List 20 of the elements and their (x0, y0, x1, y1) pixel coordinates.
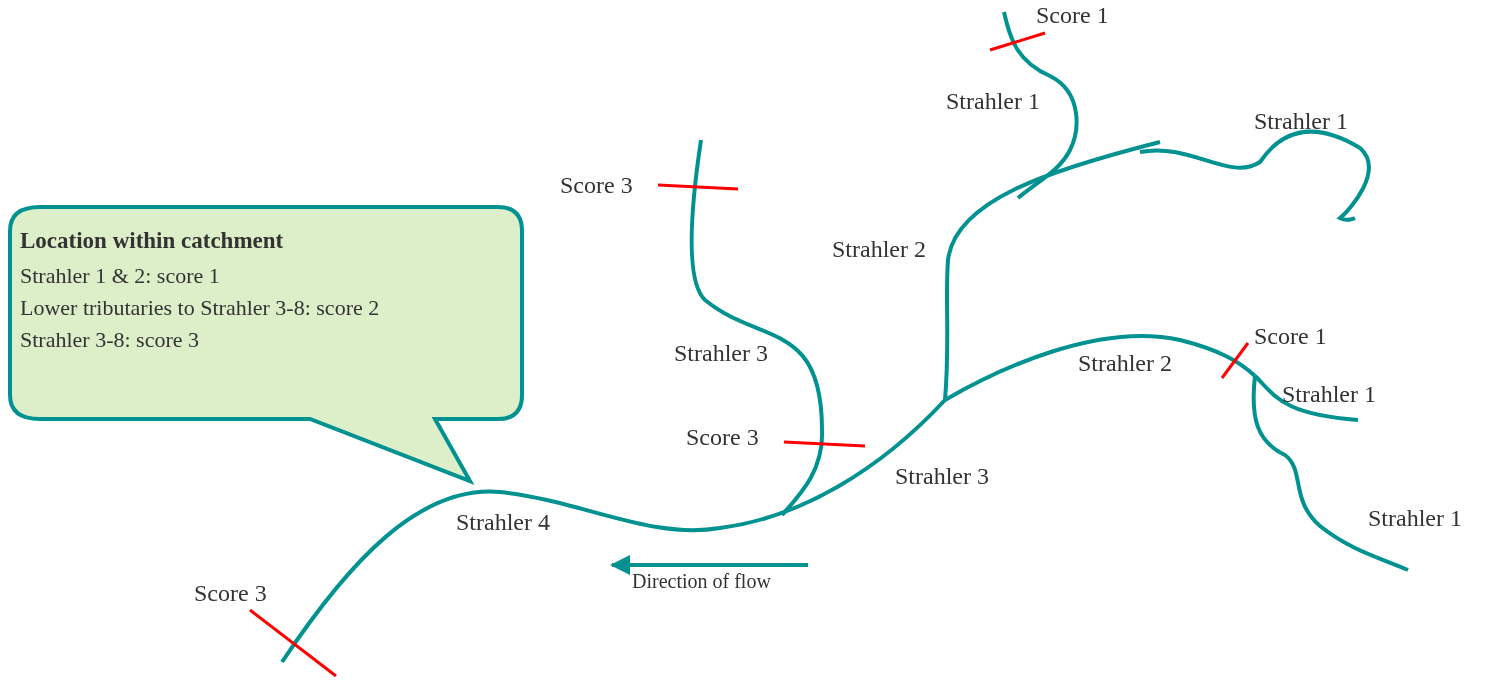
stream-order-label: Strahler 3 (674, 339, 768, 368)
stream-order-label: Strahler 4 (456, 508, 550, 537)
callout-text: Strahler 3-8: score 3 (20, 326, 200, 354)
score-label: Score 3 (194, 579, 267, 608)
callout-text: Strahler 1 & 2: score 1 (20, 262, 221, 290)
callout-heading: Location within catchment (20, 227, 285, 255)
stream-order-label: Strahler 1 (1254, 107, 1348, 136)
stream-order-label: Strahler 1 (1282, 380, 1376, 409)
stream-order-label: Strahler 3 (895, 462, 989, 491)
score-label: Score 1 (1254, 322, 1327, 351)
score-label: Score 3 (686, 423, 759, 452)
flow-direction-label: Direction of flow (632, 569, 771, 593)
speech-bubble (8, 205, 526, 485)
stream-order-label: Strahler 1 (946, 87, 1040, 116)
callout-text: Lower tributaries to Strahler 3-8: score 2 (20, 294, 381, 322)
score-label: Score 3 (560, 171, 633, 200)
stream-order-label: Strahler 2 (832, 235, 926, 264)
score-label: Score 1 (1036, 1, 1109, 30)
stream-order-label: Strahler 1 (1368, 504, 1462, 533)
stream-order-label: Strahler 2 (1078, 349, 1172, 378)
